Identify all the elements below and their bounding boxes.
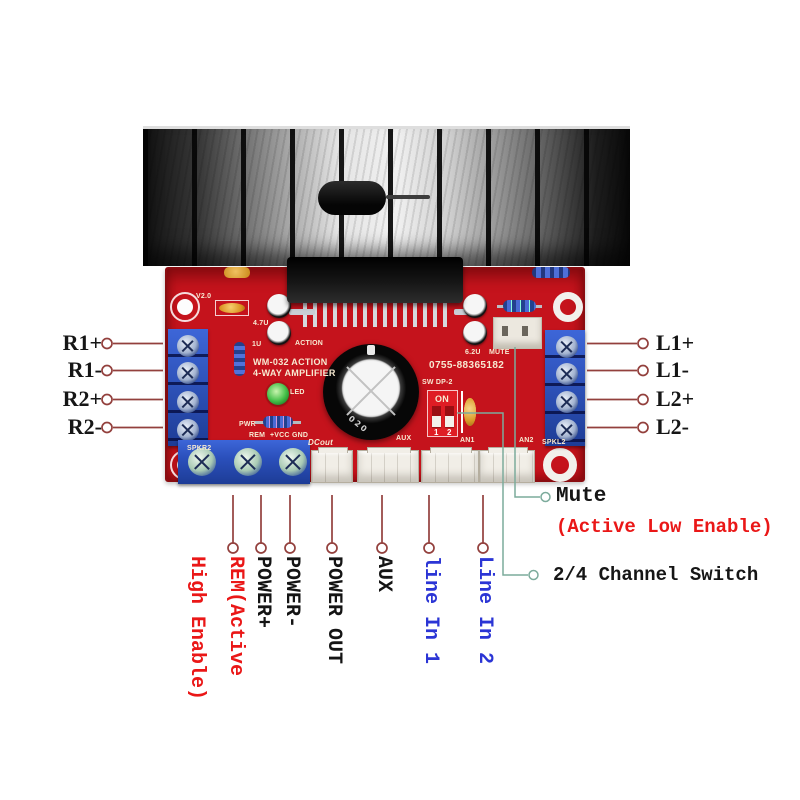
silkscreen-cap-1u: 1U [252,341,262,348]
power-terminal-block [178,440,310,484]
dip-1-label: 1 [434,428,439,437]
label-power-minus: POWER- [280,556,303,629]
silkscreen-model-line1: WM-032 ACTION [253,357,328,367]
silkscreen-action: ACTION [295,340,324,347]
main-filter-capacitor: 020 [323,344,419,440]
mounting-ring-top-right [553,292,583,322]
terminal-screw [177,362,199,384]
silkscreen-rem: REM [249,432,266,439]
resistor-horizontal [497,300,542,312]
left-leader-lines [101,337,163,434]
diode [532,267,570,278]
speaker-terminal-right-channels [168,329,208,446]
silkscreen-spkr2: SPKR2 [187,445,212,452]
dip-2-label: 2 [447,428,452,437]
silkscreen-vcc: +VCC [270,432,290,439]
label-mute: Mute [556,485,607,508]
label-mute-note: (Active Low Enable) [556,516,773,538]
ic-side-lead-left [289,309,315,315]
label-channel-switch: 2/4 Channel Switch [553,564,759,586]
terminal-screw [556,391,578,413]
label-line-in-1: line In 1 [419,556,442,665]
label-rem: REM(Active [224,556,247,677]
amplifier-ic-pins [303,302,449,327]
power-resistor [263,416,293,428]
silkscreen-spkl2: SPKL2 [542,439,566,446]
mute-header [493,317,542,349]
terminal-screw [556,363,578,385]
capacitor-on-heatsink [318,181,386,215]
pcb: 020 ON 1 2 [165,257,585,484]
power-led [267,383,289,405]
electrolytic-cap [463,321,487,345]
dip-switch-1 [432,406,441,427]
mounting-hole-top-left [170,292,200,322]
bottom-leader-lines [227,495,489,554]
label-l1-minus: L1- [656,357,689,382]
silkscreen-cap-62u: 6.2U [465,349,481,356]
line-in-connector [479,447,535,483]
silkscreen-mute: MUTE [489,349,510,356]
label-power-out: POWER OUT [322,556,345,665]
label-r2-plus: R2+ [62,386,102,411]
terminal-screw [177,335,199,357]
terminal-screw [279,448,307,476]
dc-out-connector [311,447,353,483]
label-r1-plus: R1+ [62,330,102,355]
aux-connector [421,447,479,483]
terminal-screw [556,336,578,358]
resistor-vertical [234,342,245,376]
label-r1-minus: R1- [67,357,102,382]
silkscreen-gnd: GND [292,432,309,439]
label-l1-plus: L1+ [656,330,695,355]
silkscreen-an1: AN1 [460,437,475,444]
silkscreen-phone: 0755-88365182 [429,360,505,371]
silkscreen-an2: AN2 [519,437,534,444]
label-r2-minus: R2- [67,414,102,439]
capacitor-lead [386,195,430,199]
label-power-plus: POWER+ [251,556,274,629]
silkscreen-led: LED [290,389,305,396]
label-l2-minus: L2- [656,414,689,439]
label-line-in-2: Line In 2 [473,556,496,665]
label-aux: AUX [372,556,395,593]
silkscreen-cap-47u: 4.7U [253,320,269,327]
silkscreen-aux: AUX [396,435,412,442]
dip-on-label: ON [435,394,449,404]
silkscreen-dip-label: SW DP-2 [422,379,453,386]
terminal-screw [177,391,199,413]
terminal-screw [556,419,578,441]
inductor [224,267,250,278]
fuse [215,300,249,316]
mounting-ring-bottom-right [543,448,577,482]
film-capacitors [461,391,541,433]
terminal-screw [234,448,262,476]
right-leader-lines [587,337,649,434]
label-rem-line2: High Enable) [185,556,208,701]
silkscreen-dcout: DCout [308,438,333,447]
terminal-screw [177,419,199,441]
speaker-terminal-left-channels [545,330,585,446]
heatsink [143,126,630,266]
power-out-connector [357,447,419,483]
silkscreen-model-line2: 4-WAY AMPLIFIER [253,368,336,378]
amplifier-ic [287,257,463,303]
electrolytic-cap [267,321,291,345]
silkscreen-pwr: PWR [239,421,256,428]
silkscreen-version: V2.0 [196,293,212,300]
label-l2-plus: L2+ [656,386,695,411]
dip-switch-2 [445,406,454,427]
electrolytic-cap [463,294,487,318]
terminal-screw [188,448,216,476]
channel-dip-switch: ON 1 2 [427,390,458,437]
capacitor-marking: 020 [346,413,371,436]
